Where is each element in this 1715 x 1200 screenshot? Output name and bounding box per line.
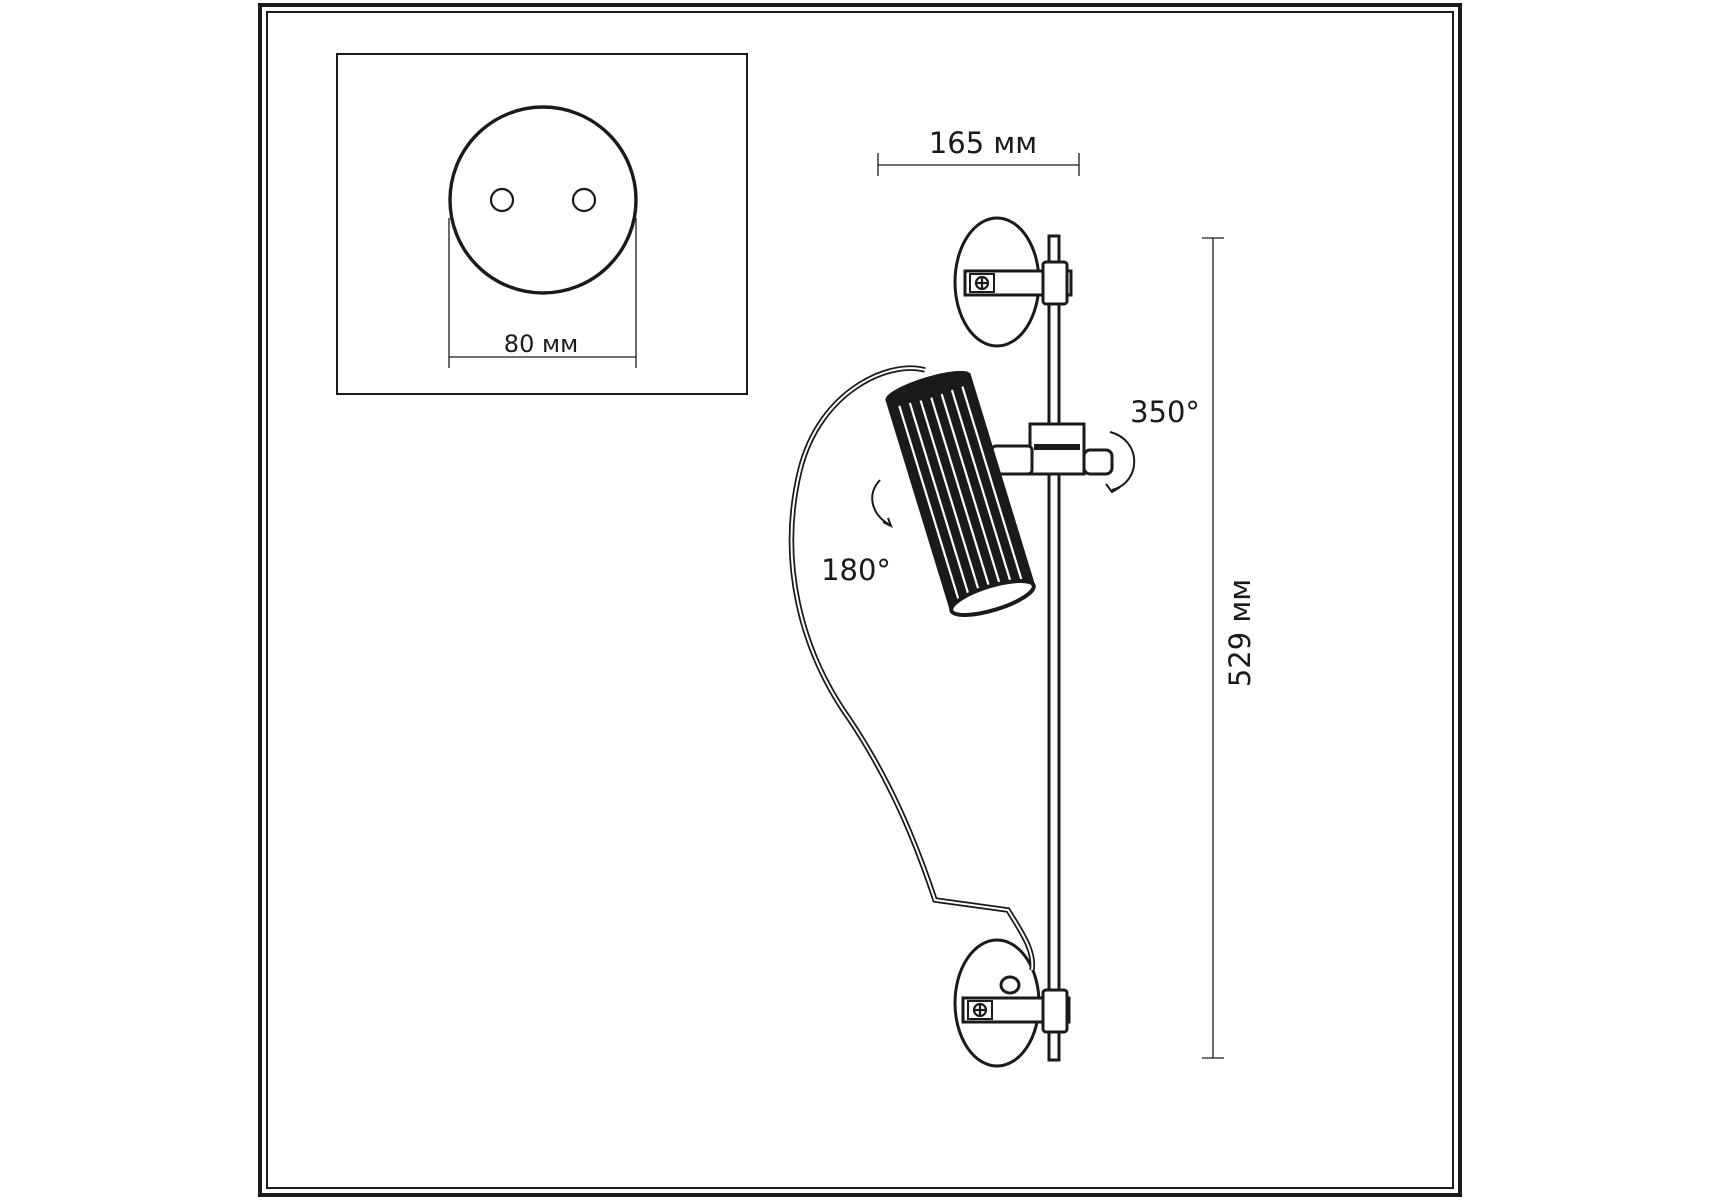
- top-screw-icon: [974, 275, 990, 291]
- lamp-opening: [949, 578, 1036, 618]
- tilt-180-arrow-icon: [871, 479, 891, 526]
- inset-box: [336, 53, 748, 395]
- lamp-head: [885, 370, 1036, 618]
- mounting-plate: [448, 105, 638, 295]
- screw-hole-left: [489, 187, 515, 213]
- arm-right: [1082, 448, 1114, 476]
- plate-diameter-label: 80 мм: [504, 330, 578, 358]
- bottom-screw-icon: [972, 1002, 988, 1018]
- wall-lamp: 350° 180°: [788, 216, 1200, 1068]
- outer-frame: [258, 3, 1462, 1197]
- lamp-top: [885, 370, 971, 405]
- tilt-180-label: 180°: [821, 553, 891, 587]
- inner-frame: [266, 11, 1454, 1189]
- width-label: 165 мм: [929, 126, 1037, 160]
- height-dimension: 529 мм: [1202, 237, 1257, 1059]
- width-dimension: 165 мм: [877, 126, 1080, 176]
- rotation-350-arrow-icon: [1109, 431, 1136, 491]
- height-label: 529 мм: [1223, 579, 1257, 687]
- vertical-rod: [1047, 234, 1061, 1062]
- plate-inset: 80 мм: [336, 53, 748, 395]
- rotation-350-label: 350°: [1130, 395, 1200, 429]
- bottom-clamp-collar: [1041, 988, 1069, 1034]
- screw-hole-right: [571, 187, 597, 213]
- lamp-ribs: [898, 386, 1023, 600]
- cable-entry: [999, 975, 1021, 995]
- top-clamp-collar: [1041, 260, 1069, 306]
